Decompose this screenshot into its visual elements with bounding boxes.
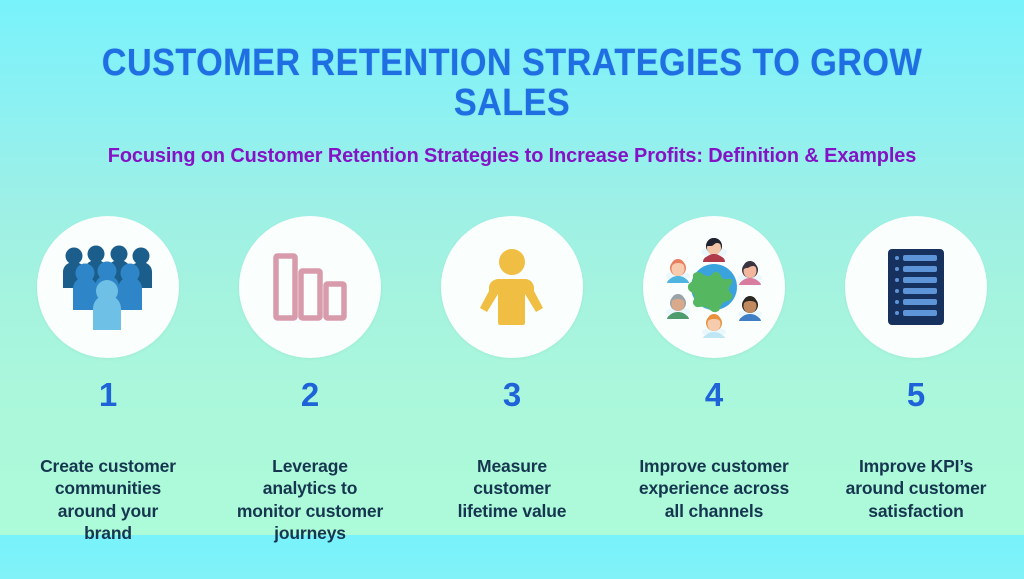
step-1-caption: Create customer communities around your … [40, 456, 176, 544]
step-2-number: 2 [300, 376, 320, 413]
step-5-number: 5 [906, 376, 926, 413]
global-audience-icon [662, 236, 766, 338]
step-2-icon-circle [239, 216, 381, 358]
step-4-icon-circle [643, 216, 785, 358]
step-1-number: 1 [98, 376, 118, 413]
step-5-icon-circle [845, 216, 987, 358]
step-item-5[interactable]: 5 Improve KPI’s around customer satisfac… [816, 216, 1016, 545]
step-item-2[interactable]: 2 Leverage analytics to monitor customer… [210, 216, 410, 545]
page-subtitle: Focusing on Customer Retention Strategie… [107, 143, 917, 167]
step-4-caption: Improve customer experience across all c… [638, 456, 790, 521]
step-5-caption: Improve KPI’s around customer satisfacti… [845, 456, 987, 521]
steps-row: 1 Create customer communities around you… [0, 216, 1024, 545]
people-group-icon [60, 244, 156, 330]
step-item-1[interactable]: 1 Create customer communities around you… [8, 216, 208, 545]
step-3-number: 3 [502, 376, 522, 413]
step-3-caption: Measure customer lifetime value [457, 456, 567, 521]
step-2-caption: Leverage analytics to monitor customer j… [236, 456, 384, 544]
infographic-header: CUSTOMER RETENTION STRATEGIES TO GROW SA… [0, 42, 1024, 167]
step-item-4[interactable]: 4 Improve customer experience across all… [614, 216, 814, 545]
bar-chart-icon [272, 252, 348, 322]
page-title: CUSTOMER RETENTION STRATEGIES TO GROW SA… [101, 42, 923, 124]
step-1-icon-circle [37, 216, 179, 358]
checklist-document-icon [887, 248, 945, 326]
step-3-icon-circle [441, 216, 583, 358]
single-person-icon [479, 249, 545, 325]
step-4-number: 4 [704, 376, 724, 413]
step-item-3[interactable]: 3 Measure customer lifetime value [412, 216, 612, 545]
